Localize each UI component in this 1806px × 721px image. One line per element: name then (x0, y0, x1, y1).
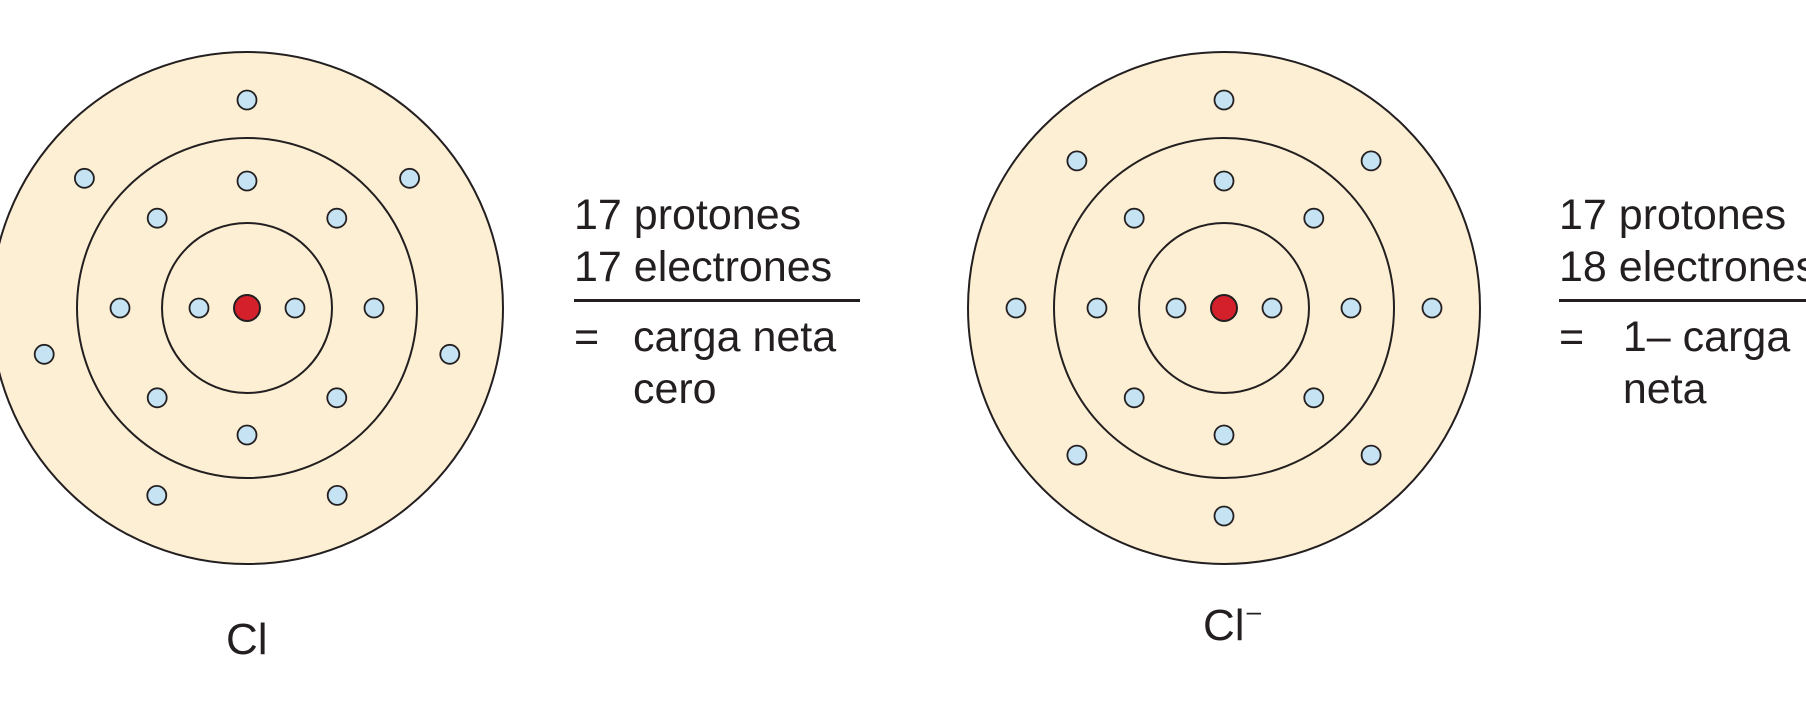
electron-shell-1 (1261, 297, 1283, 319)
net-charge-result: = 1– carga neta (1559, 312, 1806, 415)
electron-shell-3 (236, 89, 258, 111)
electron-shell-3 (1421, 297, 1443, 319)
electron-shell-2 (236, 170, 258, 192)
atom-symbol: Cl (226, 615, 268, 664)
electron-shell-3 (439, 343, 461, 365)
net-charge-result: = carga neta cero (574, 312, 860, 415)
electron-shell-2 (1340, 297, 1362, 319)
electron-shell-3 (1213, 89, 1235, 111)
charge-summary-cl: 17 protones 17 electrones = carga neta c… (574, 190, 860, 415)
electron-shell-1 (284, 297, 306, 319)
electron-shell-2 (146, 207, 168, 229)
nucleus (1210, 294, 1238, 322)
electron-shell-2 (236, 424, 258, 446)
net-charge-line-2: neta (1622, 364, 1707, 413)
net-charge-line-2: cero (632, 364, 717, 413)
charge-summary-cl-minus: 17 protones 18 electrones = 1– carga net… (1559, 190, 1806, 415)
electron-shell-2 (1086, 297, 1108, 319)
electrons-count: 18 electrones (1559, 242, 1806, 291)
electron-shell-3 (33, 343, 55, 365)
electron-shell-3 (1213, 505, 1235, 527)
electron-shell-3 (1066, 150, 1088, 172)
protons-count: 17 protones (574, 191, 802, 239)
electron-shell-3 (1005, 297, 1027, 319)
equals-sign: = (574, 313, 600, 362)
nucleus (233, 294, 261, 322)
sum-divider (1559, 299, 1806, 303)
electron-shell-2 (1303, 207, 1325, 229)
equals-sign: = (1559, 313, 1585, 362)
electron-shell-1 (188, 297, 210, 319)
atom-symbol-cl-minus: Cl– (1203, 598, 1261, 648)
electron-shell-2 (326, 387, 348, 409)
electron-shell-2 (109, 297, 131, 319)
electron-shell-1 (1165, 297, 1187, 319)
electron-shell-2 (1213, 170, 1235, 192)
electron-shell-2 (1123, 387, 1145, 409)
electron-shell-3 (1066, 444, 1088, 466)
electron-shell-2 (363, 297, 385, 319)
electrons-count: 17 electrones (574, 242, 833, 291)
electron-shell-2 (1123, 207, 1145, 229)
electron-shell-3 (74, 167, 95, 189)
ion-charge: – (1246, 596, 1262, 626)
net-charge-line-1: 1– carga (1622, 313, 1791, 362)
electron-shell-3 (1360, 150, 1382, 172)
electron-shell-3 (146, 484, 168, 506)
electron-shell-2 (146, 387, 168, 409)
electron-shell-2 (326, 207, 348, 229)
electron-shell-2 (1303, 387, 1325, 409)
protons-count: 17 protones (1559, 191, 1787, 239)
net-charge-line-1: carga neta (632, 313, 837, 362)
electron-shell-2 (1213, 424, 1235, 446)
chloride-ion-diagram (967, 51, 1481, 565)
ion-symbol: Cl (1203, 601, 1245, 650)
electron-shell-3 (1360, 444, 1382, 466)
electron-shell-3 (399, 167, 421, 189)
sum-divider (574, 299, 860, 303)
chlorine-atom-diagram (0, 51, 504, 565)
electron-shell-3 (326, 484, 348, 506)
atom-symbol-cl: Cl (226, 612, 270, 662)
